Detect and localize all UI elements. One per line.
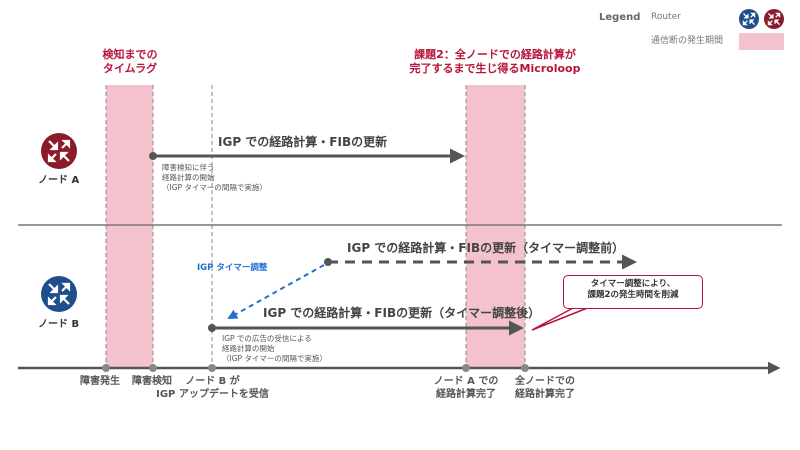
node-b-note: IGP での広告の受信による 経路計算の開始 （IGP タイマーの間隔で実施） xyxy=(222,334,327,363)
node-b-router-icon xyxy=(41,276,77,312)
timeline-all-done-label: 全ノードでの 経路計算完了 xyxy=(500,376,590,401)
node-b-after-label: IGP での経路計算・FIBの更新（タイマー調整後） xyxy=(263,306,541,320)
legend-outage-swatch xyxy=(739,33,784,50)
callout-line-2: 課題2の発生時間を削減 xyxy=(587,290,679,301)
legend-router-label: Router xyxy=(651,12,681,22)
timeline-detect-label: 障害検知 xyxy=(132,376,172,387)
timeline-b-receive-line-2: IGP アップデートを受信 xyxy=(156,388,269,400)
issue2-line-2: 完了するまで生じ得るMicroloop xyxy=(409,61,581,75)
timeline-b-receive-line-1: ノード B が xyxy=(185,376,240,387)
timeline-b-receive-label: ノード B が IGP アップデートを受信 xyxy=(140,376,285,401)
timeline-a-done-line-1: ノード A での xyxy=(433,376,499,387)
legend-router-blue-icon xyxy=(739,9,759,29)
detection-lag-line-2: タイムラグ xyxy=(102,61,158,75)
node-b-note-line-1: IGP での広告の受信による xyxy=(222,334,312,343)
node-a-note-line-1: 障害検知に伴う xyxy=(162,163,215,172)
node-b-note-line-3: （IGP タイマーの間隔で実施） xyxy=(222,353,327,363)
callout-line-1: タイマー調整により、 xyxy=(590,279,676,289)
timer-adjust-arrow xyxy=(227,264,325,319)
detection-lag-annotation: 検知までの タイムラグ xyxy=(80,48,180,76)
callout-pointer xyxy=(531,306,591,331)
timeline-all-done-line-2: 経路計算完了 xyxy=(515,388,575,400)
node-a-note-line-3: （IGP タイマーの間隔で実施） xyxy=(162,182,267,192)
timer-adjust-label: IGP タイマー調整 xyxy=(197,263,268,273)
outage-period-detection-lag xyxy=(106,85,153,368)
node-b-note-line-2: 経路計算の開始 xyxy=(222,343,275,353)
node-a-label: ノード A xyxy=(38,175,80,186)
detection-lag-line-1: 検知までの xyxy=(102,48,158,61)
legend-router-red-icon xyxy=(764,9,784,29)
timeline-a-done-label: ノード A での 経路計算完了 xyxy=(421,376,511,401)
timeline-a-done-line-2: 経路計算完了 xyxy=(436,388,496,400)
callout-box: タイマー調整により、 課題2の発生時間を削減 xyxy=(563,275,703,309)
issue2-line-1: 課題2：全ノードでの経路計算が xyxy=(414,48,576,61)
node-a-router-icon xyxy=(41,133,77,169)
node-a-arrow-label: IGP での経路計算・FIBの更新 xyxy=(218,135,388,149)
outage-period-microloop xyxy=(466,85,525,368)
node-a-note: 障害検知に伴う 経路計算の開始 （IGP タイマーの間隔で実施） xyxy=(162,163,267,192)
node-a-note-line-2: 経路計算の開始 xyxy=(162,172,215,182)
tick-b-receive xyxy=(208,364,216,372)
timeline-fault-label: 障害発生 xyxy=(80,376,120,387)
timeline-all-done-line-1: 全ノードでの xyxy=(515,376,575,387)
legend-outage-label: 通信断の発生期間 xyxy=(651,36,724,46)
legend-title: Legend xyxy=(599,12,641,23)
node-b-before-label: IGP での経路計算・FIBの更新（タイマー調整前） xyxy=(347,241,625,255)
node-b-label: ノード B xyxy=(38,319,80,330)
tick-fault xyxy=(102,364,110,372)
tick-all-done xyxy=(521,364,529,372)
tick-a-done xyxy=(462,364,470,372)
tick-detect xyxy=(149,364,157,372)
issue2-annotation: 課題2：全ノードでの経路計算が 完了するまで生じ得るMicroloop xyxy=(395,48,595,76)
